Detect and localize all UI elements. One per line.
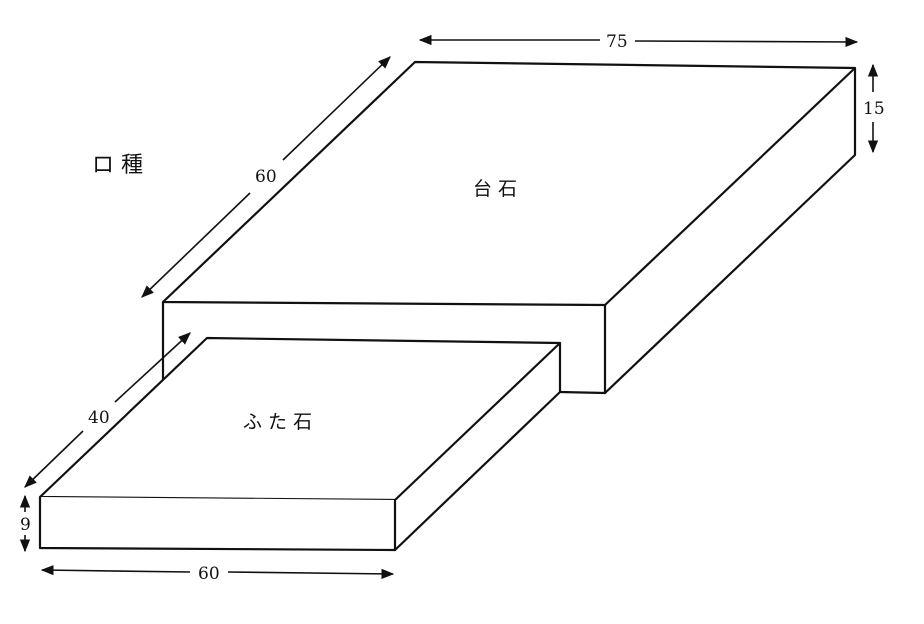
base-stone-label: 台 石 [473,178,517,200]
lid-height-label: 9 [20,515,31,535]
lid-width-label: 60 [198,564,220,584]
dim-arrow-base-depth [282,56,391,161]
base-stone [161,60,857,395]
lid-stone-label: ふ た 石 [243,411,312,433]
lid-depth-label: 40 [88,408,110,428]
dim-arrow-lid-width [40,565,191,576]
lid-stone [38,336,562,552]
diagram-title: ロ 種 [92,153,143,178]
base-width-label: 75 [606,32,628,52]
base-height-label: 15 [863,99,885,119]
dim-arrow-lid-depth [114,332,191,403]
base-depth-label: 60 [255,167,277,187]
